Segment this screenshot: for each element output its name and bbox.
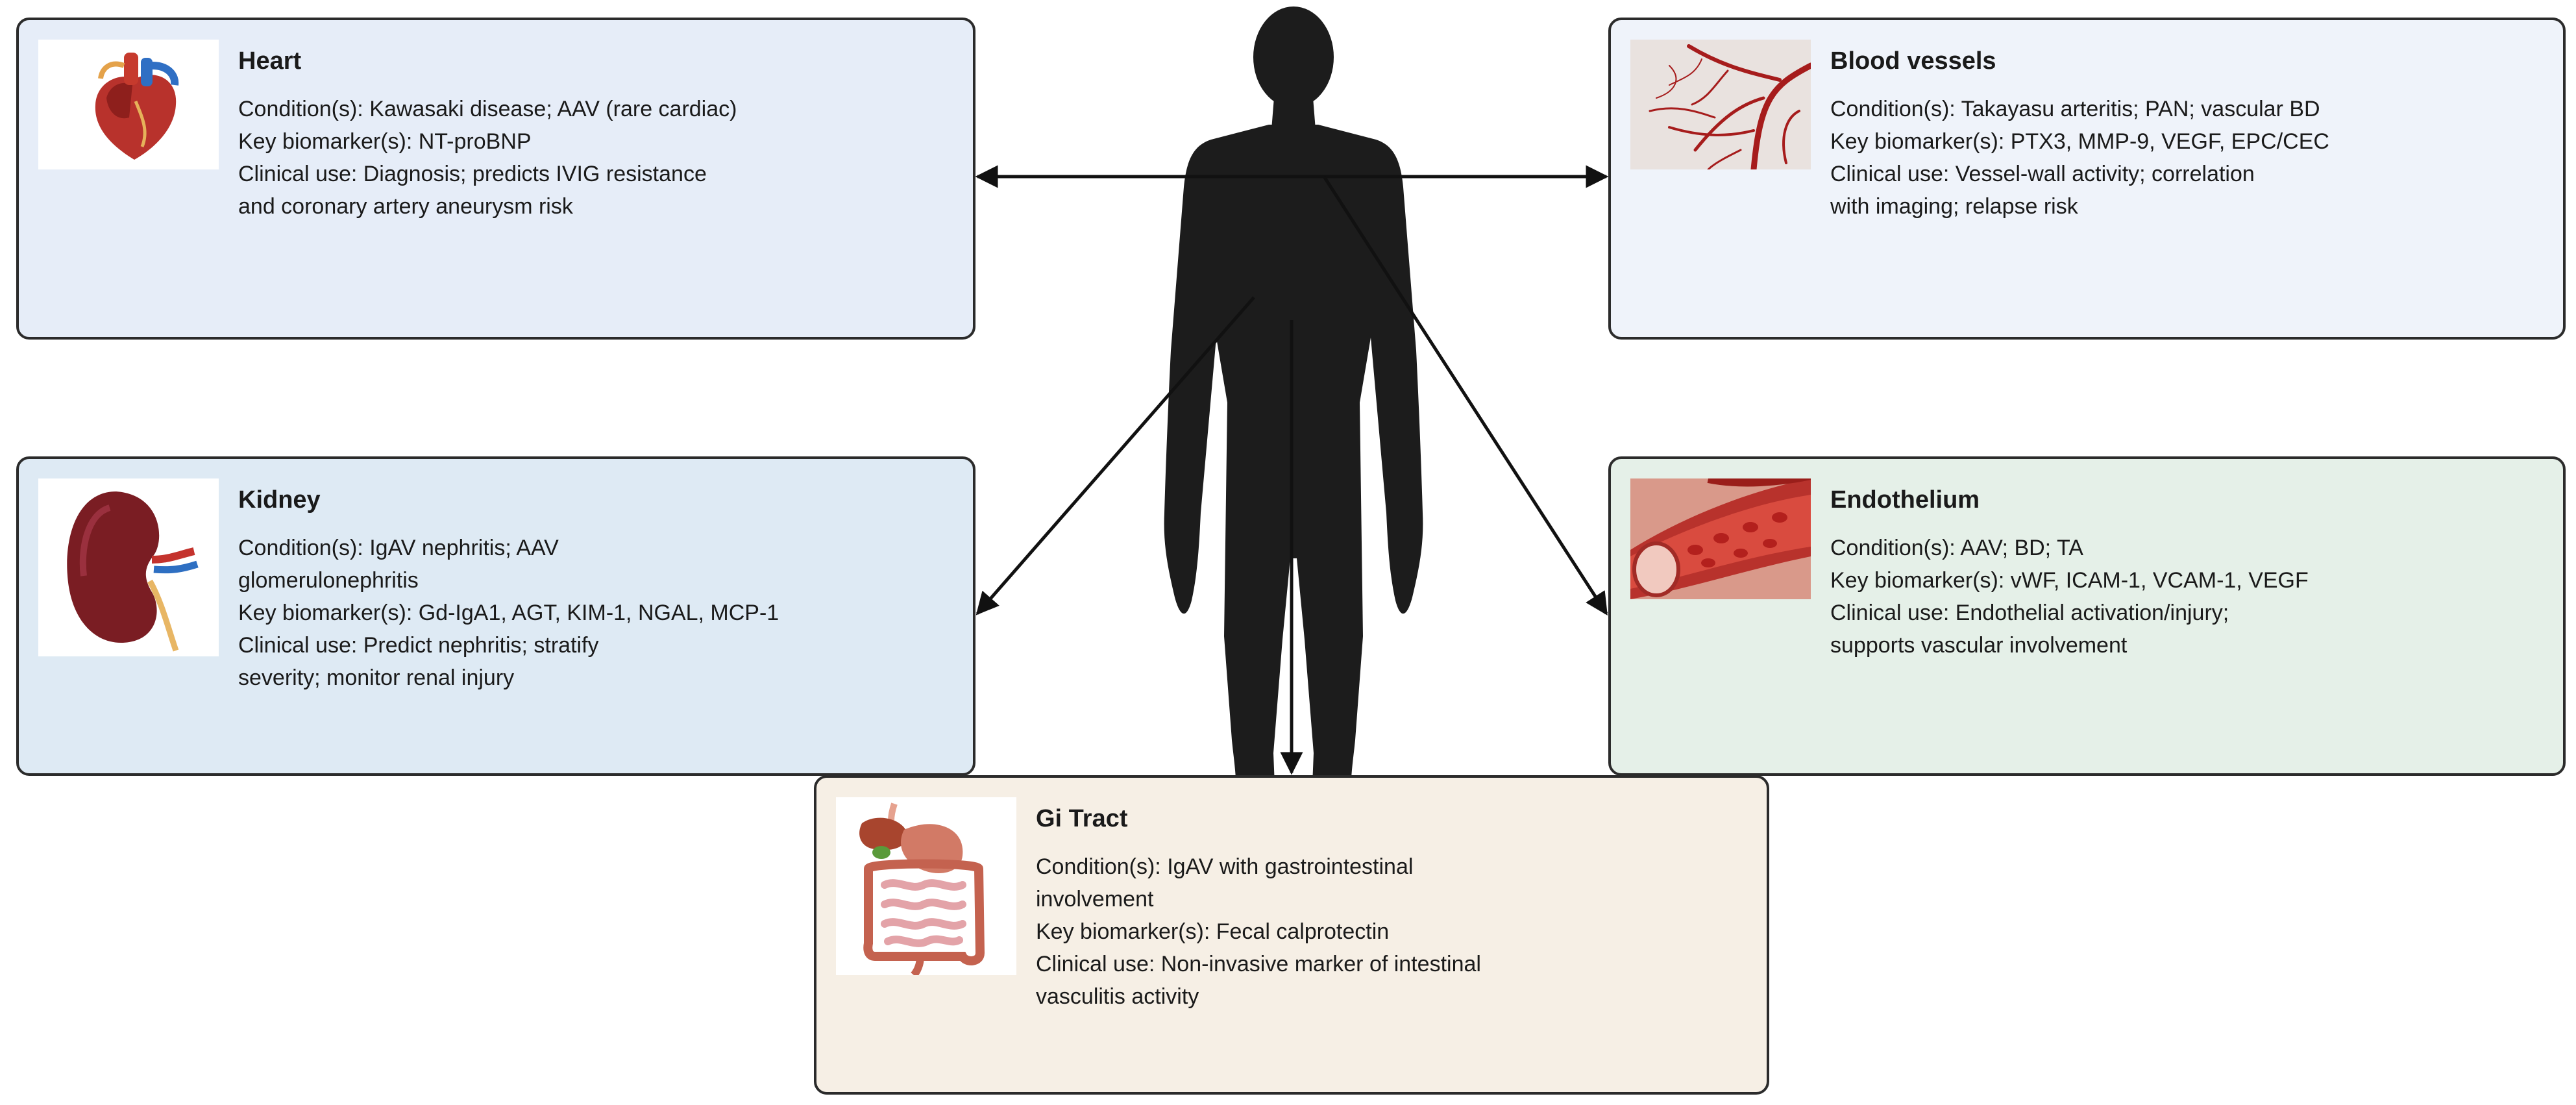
kidney-title: Kidney [238, 486, 321, 514]
endothelium-details: Condition(s): AAV; BD; TA Key biomarker(… [1830, 532, 2309, 662]
gi-tract-line: Condition(s): IgAV with gastrointestinal [1036, 854, 1414, 879]
heart-details: Condition(s): Kawasaki disease; AAV (rar… [238, 93, 737, 223]
kidney-organ-icon [38, 478, 219, 656]
gi-tract-title: Gi Tract [1036, 805, 1128, 832]
heart-line: and coronary artery aneurysm risk [238, 194, 573, 219]
heart-panel: Heart Condition(s): Kawasaki disease; AA… [16, 18, 975, 340]
blood-vessels-line: Clinical use: Vessel-wall activity; corr… [1830, 162, 2255, 186]
kidney-line: glomerulonephritis [238, 568, 419, 593]
blood-vessels-line: Condition(s): Takayasu arteritis; PAN; v… [1830, 97, 2320, 121]
heart-organ-icon [38, 40, 219, 169]
heart-title: Heart [238, 47, 302, 75]
heart-line: Condition(s): Kawasaki disease; AAV (rar… [238, 97, 737, 121]
endothelium-panel: Endothelium Condition(s): AAV; BD; TA Ke… [1608, 456, 2566, 776]
endothelium-line: Clinical use: Endothelial activation/inj… [1830, 601, 2229, 625]
blood-vessels-title: Blood vessels [1830, 47, 1996, 75]
human-silhouette-icon [1164, 6, 1423, 817]
kidney-line: Clinical use: Predict nephritis; stratif… [238, 633, 599, 658]
kidney-line: Condition(s): IgAV nephritis; AAV [238, 536, 559, 560]
blood-vessels-line: Key biomarker(s): PTX3, MMP-9, VEGF, EPC… [1830, 129, 2329, 154]
gi-tract-organ-icon [836, 797, 1016, 975]
kidney-line: severity; monitor renal injury [238, 665, 515, 690]
kidney-panel: Kidney Condition(s): IgAV nephritis; AAV… [16, 456, 975, 776]
endothelium-line: Key biomarker(s): vWF, ICAM-1, VCAM-1, V… [1830, 568, 2309, 593]
arrow-to-endothelium [1322, 175, 1608, 615]
heart-line: Key biomarker(s): NT-proBNP [238, 129, 532, 154]
endothelium-line: Condition(s): AAV; BD; TA [1830, 536, 2083, 560]
heart-line: Clinical use: Diagnosis; predicts IVIG r… [238, 162, 707, 186]
kidney-details: Condition(s): IgAV nephritis; AAV glomer… [238, 532, 779, 694]
blood-vessels-panel: Blood vessels Condition(s): Takayasu art… [1608, 18, 2566, 340]
endothelium-title: Endothelium [1830, 486, 1980, 514]
endothelium-vessel-icon [1630, 478, 1811, 599]
gi-tract-line: Clinical use: Non-invasive marker of int… [1036, 952, 1481, 976]
gi-tract-panel: Gi Tract Condition(s): IgAV with gastroi… [814, 775, 1769, 1095]
blood-vessels-line: with imaging; relapse risk [1830, 194, 2078, 219]
gi-tract-details: Condition(s): IgAV with gastrointestinal… [1036, 850, 1481, 1013]
blood-vessels-details: Condition(s): Takayasu arteritis; PAN; v… [1830, 93, 2329, 223]
arrow-to-kidney [975, 296, 1255, 615]
gi-tract-line: involvement [1036, 887, 1154, 912]
connector-arrows [975, 165, 1609, 775]
gi-tract-line: Key biomarker(s): Fecal calprotectin [1036, 919, 1390, 944]
kidney-line: Key biomarker(s): Gd-IgA1, AGT, KIM-1, N… [238, 601, 779, 625]
endothelium-line: supports vascular involvement [1830, 633, 2128, 658]
blood-vessel-network-icon [1630, 40, 1811, 169]
gi-tract-line: vasculitis activity [1036, 984, 1199, 1009]
